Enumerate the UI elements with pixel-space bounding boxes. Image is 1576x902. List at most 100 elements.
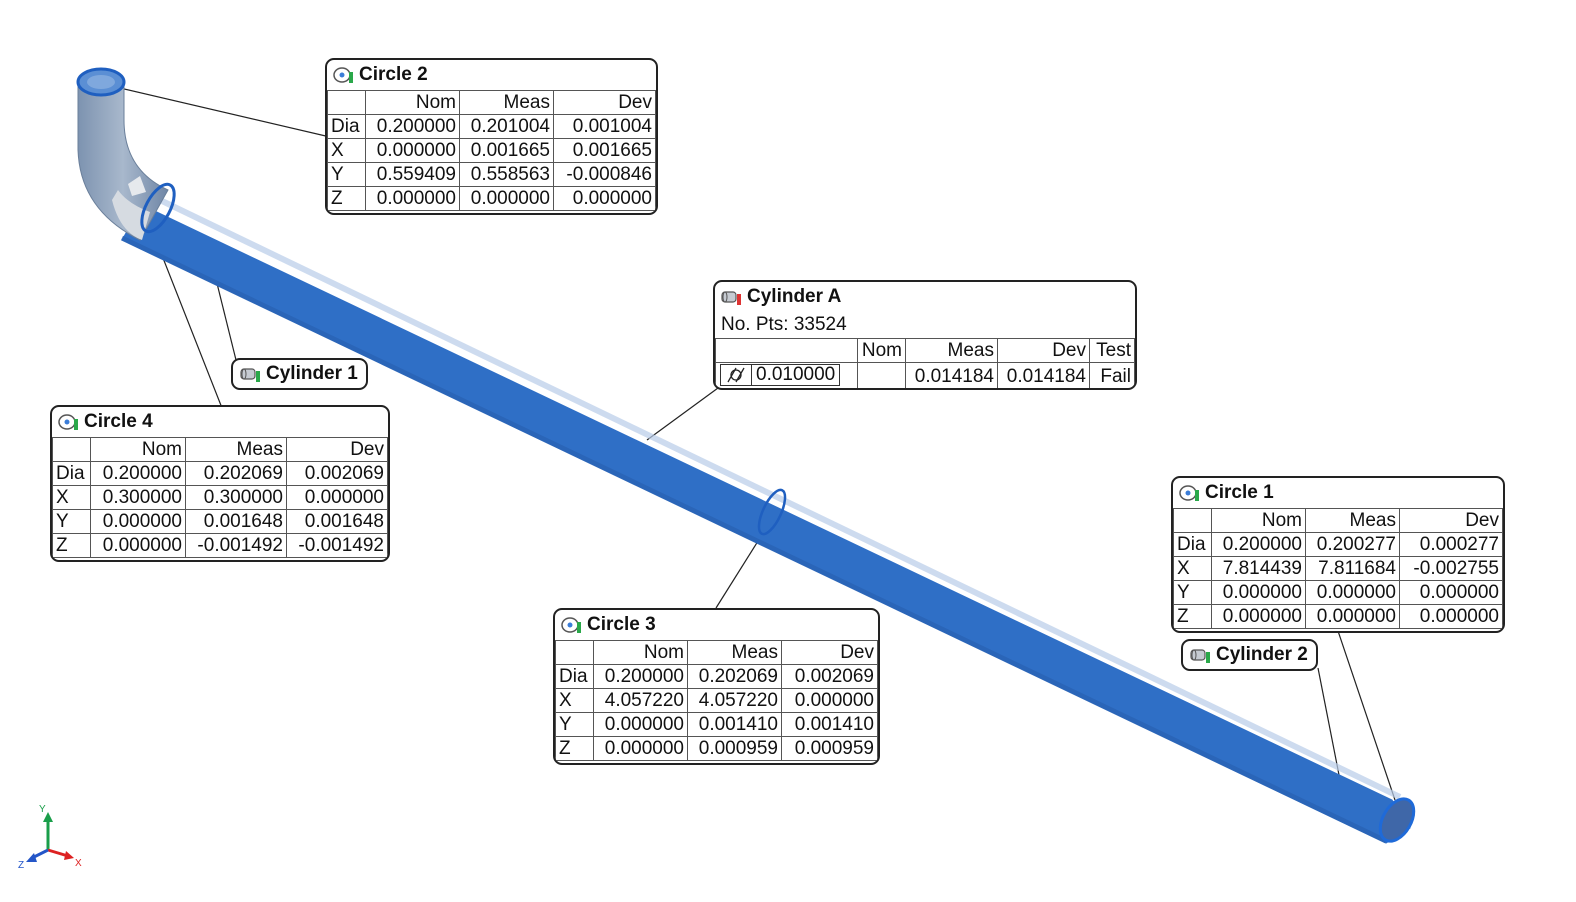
table-cell: 0.000000 bbox=[1399, 604, 1503, 629]
table-header-cell bbox=[52, 437, 91, 462]
table-cell: 0.001665 bbox=[553, 138, 656, 163]
table-row: 0.010000 0.014184 0.014184 Fail bbox=[715, 362, 1135, 388]
table-header-cell: Nom bbox=[857, 338, 906, 363]
table-cell: 0.000000 bbox=[90, 533, 186, 558]
table-header-cell: Nom bbox=[90, 437, 186, 462]
pipe-shadow bbox=[120, 235, 1388, 844]
table-cell: 0.001648 bbox=[286, 509, 388, 534]
circle-2-title: Circle 2 bbox=[359, 64, 428, 85]
circle-1-header: Circle 1 bbox=[1173, 478, 1503, 508]
feature-control-frame-cell: 0.010000 bbox=[715, 362, 858, 388]
cylinder-feature-icon bbox=[1189, 646, 1211, 664]
table-cell: Z bbox=[1173, 604, 1212, 629]
table-cell: 0.200277 bbox=[1305, 532, 1400, 557]
table-cell: Z bbox=[555, 736, 594, 761]
table-cell: Y bbox=[52, 509, 91, 534]
table-cell: 0.201004 bbox=[459, 114, 554, 139]
pipe-model[interactable] bbox=[76, 67, 1421, 847]
table-cell: 0.000000 bbox=[593, 736, 688, 761]
table-cell: 0.002069 bbox=[781, 664, 878, 689]
table-cell: 7.811684 bbox=[1305, 556, 1400, 581]
cylinder-a-title: Cylinder A bbox=[747, 286, 842, 307]
y-axis-arrow bbox=[43, 812, 53, 822]
table-cell: 0.558563 bbox=[459, 162, 554, 187]
circle-feature-icon bbox=[57, 413, 79, 431]
table-cell: 0.000000 bbox=[1399, 580, 1503, 605]
circle-2-header: Circle 2 bbox=[327, 60, 656, 90]
table-header-cell bbox=[327, 90, 366, 115]
circle-feature-icon bbox=[332, 66, 354, 84]
cylinder-2-tag[interactable]: Cylinder 2 bbox=[1181, 639, 1318, 671]
circle-4-title: Circle 4 bbox=[84, 411, 153, 432]
table-cell: 0.014184 bbox=[905, 362, 998, 388]
table-cell: 0.001410 bbox=[781, 712, 878, 737]
table-cell: 0.000959 bbox=[687, 736, 782, 761]
cylinder-2-title: Cylinder 2 bbox=[1216, 644, 1308, 665]
table-cell: 0.202069 bbox=[185, 461, 287, 486]
table-cell: 0.001410 bbox=[687, 712, 782, 737]
table-cell: 4.057220 bbox=[593, 688, 688, 713]
table-cell: 0.000000 bbox=[286, 485, 388, 510]
table-cell: 0.000000 bbox=[365, 138, 460, 163]
table-cell: 0.000000 bbox=[1211, 580, 1306, 605]
cylindricity-icon bbox=[721, 365, 752, 385]
cylinder-1-tag[interactable]: Cylinder 1 bbox=[231, 358, 368, 390]
table-cell: -0.000846 bbox=[553, 162, 656, 187]
table-header-cell bbox=[555, 640, 594, 665]
circle-feature-icon bbox=[560, 616, 582, 634]
table-header-cell: Dev bbox=[1399, 508, 1503, 533]
circle-3-ring bbox=[757, 488, 787, 536]
table-cell: 0.000000 bbox=[553, 186, 656, 211]
elbow-bare-patch-2 bbox=[128, 176, 146, 196]
table-cell: 0.300000 bbox=[185, 485, 287, 510]
table-cell: 0.559409 bbox=[365, 162, 460, 187]
table-cell: Y bbox=[327, 162, 366, 187]
circle-3-title: Circle 3 bbox=[587, 614, 656, 635]
table-cell: X bbox=[52, 485, 91, 510]
circle-feature-icon bbox=[1178, 484, 1200, 502]
table-cell: Dia bbox=[52, 461, 91, 486]
table-cell: 0.200000 bbox=[90, 461, 186, 486]
table-cell: 0.000000 bbox=[90, 509, 186, 534]
table-cell: Dia bbox=[1173, 532, 1212, 557]
cylinder-feature-icon bbox=[239, 365, 261, 383]
table-cell: Y bbox=[555, 712, 594, 737]
table-cell: 0.000000 bbox=[1211, 604, 1306, 629]
table-cell: Y bbox=[1173, 580, 1212, 605]
table-cell: 0.200000 bbox=[593, 664, 688, 689]
table-header-cell: Nom bbox=[1211, 508, 1306, 533]
table-cell: 0.000277 bbox=[1399, 532, 1503, 557]
table-cell: X bbox=[555, 688, 594, 713]
table-cell: Z bbox=[52, 533, 91, 558]
cylinder-a-header: Cylinder A bbox=[715, 282, 1135, 312]
cylinder-a-callout[interactable]: Cylinder A No. Pts: 33524 Nom Meas Dev T… bbox=[713, 280, 1137, 390]
table-cell: 0.202069 bbox=[687, 664, 782, 689]
table-cell: -0.001492 bbox=[185, 533, 287, 558]
axis-triad[interactable]: Y X Z bbox=[14, 800, 94, 880]
z-axis-label: Z bbox=[18, 860, 24, 871]
table-cell: -0.002755 bbox=[1399, 556, 1503, 581]
x-axis-label: X bbox=[75, 858, 82, 869]
table-cell: -0.001492 bbox=[286, 533, 388, 558]
table-cell: X bbox=[327, 138, 366, 163]
x-axis-line bbox=[47, 848, 69, 858]
table-cell: 0.000959 bbox=[781, 736, 878, 761]
